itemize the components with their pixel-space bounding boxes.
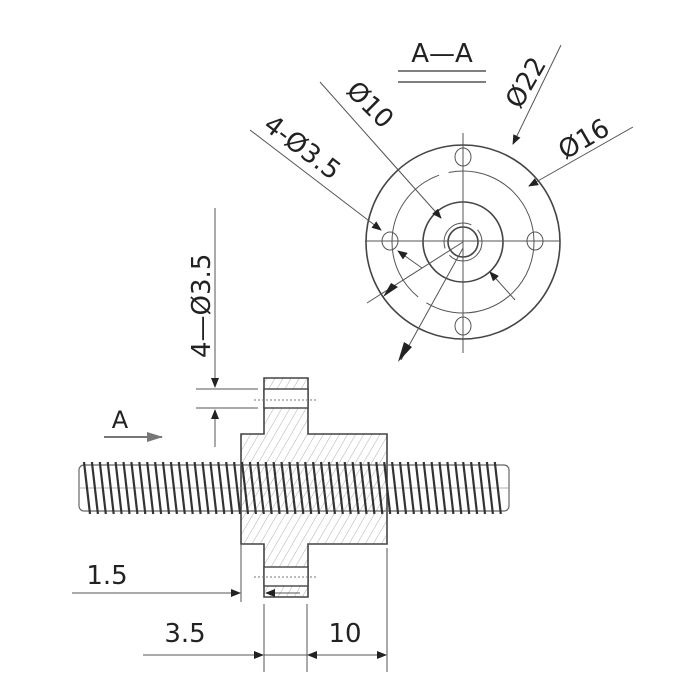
label-mounting-holes: 4-Ø3.5 bbox=[258, 110, 346, 187]
section-view: A—A Ø10 Ø22 Ø16 4-Ø3.5 bbox=[249, 39, 634, 362]
dim-label-10: 10 bbox=[328, 619, 361, 649]
leader-d22 bbox=[512, 44, 562, 145]
label-d10: Ø10 bbox=[340, 76, 399, 135]
arrow-d22-b bbox=[398, 342, 412, 362]
arrow-d16-b bbox=[383, 283, 398, 297]
leader-d16-b bbox=[366, 241, 464, 304]
leader-holes-b bbox=[397, 250, 423, 269]
top-hole-band bbox=[263, 388, 309, 409]
leader-d10-b bbox=[489, 271, 516, 301]
label-d22: Ø22 bbox=[500, 52, 553, 113]
label-d16: Ø16 bbox=[554, 113, 615, 166]
nut-body bbox=[240, 377, 388, 598]
label-side-holes: 4—Ø3.5 bbox=[187, 254, 217, 358]
section-marker-label: A bbox=[112, 406, 129, 434]
side-view: A 4—Ø3.5 1.5 3.5 10 bbox=[72, 208, 510, 672]
section-title: A—A bbox=[411, 39, 473, 69]
leader-d22-b bbox=[400, 247, 464, 361]
thread-lines bbox=[82, 461, 502, 515]
leader-d10 bbox=[319, 81, 442, 219]
dim-label-3-5: 3.5 bbox=[164, 619, 205, 649]
leader-holes bbox=[249, 129, 382, 231]
dim-label-1-5: 1.5 bbox=[86, 561, 127, 591]
leader-d16 bbox=[528, 126, 634, 187]
